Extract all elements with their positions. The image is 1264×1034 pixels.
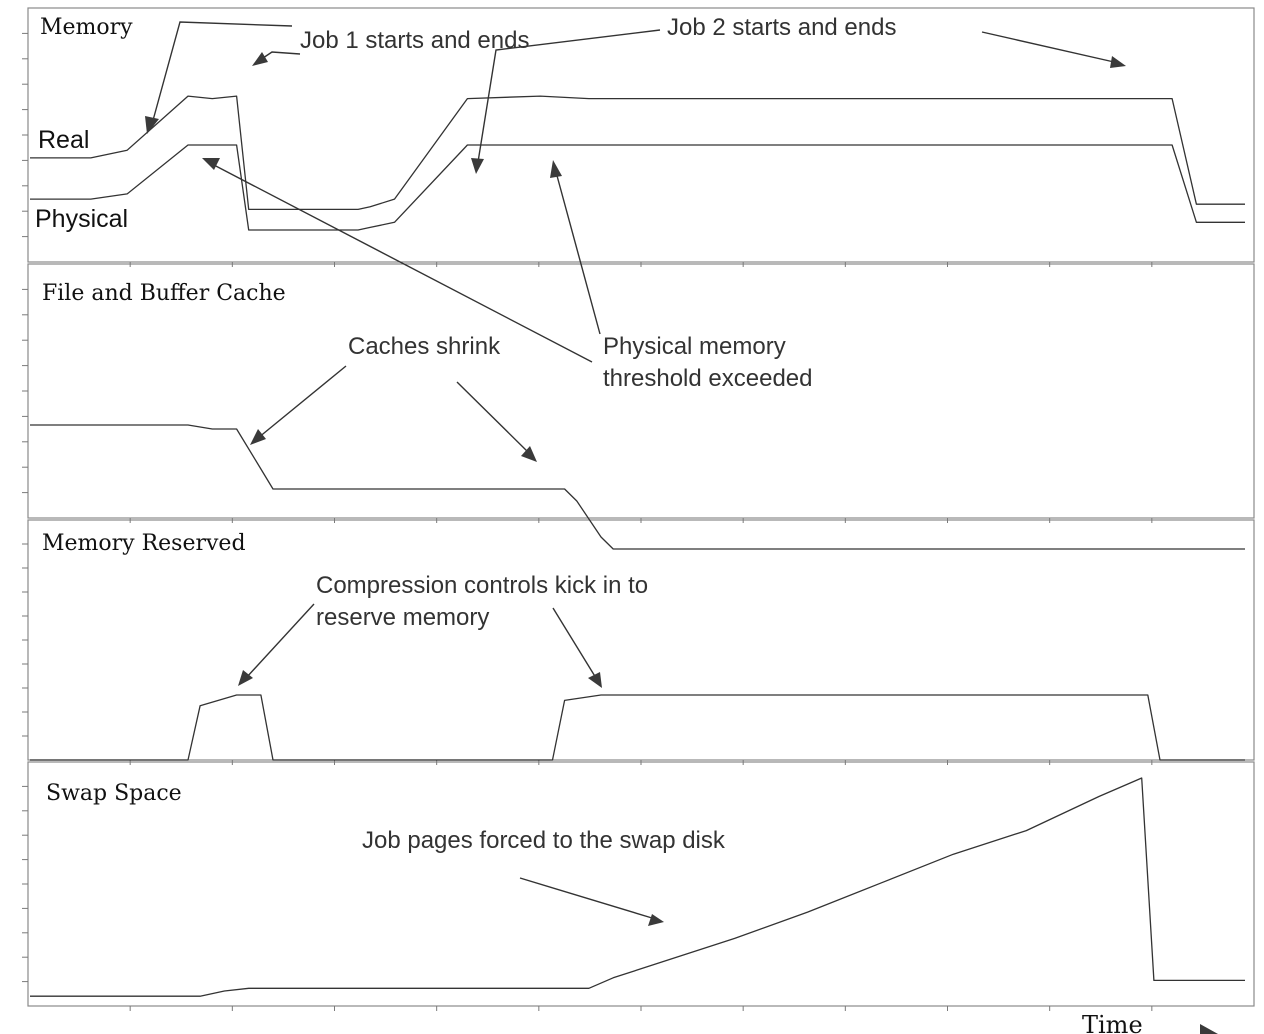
arrowhead-swap	[648, 914, 664, 926]
arrowhead-job1-end	[252, 52, 268, 66]
panel-frames	[27, 7, 1255, 1007]
annotation-compression-line2: reserve memory	[316, 604, 489, 631]
x-axis-label: Time	[1082, 1011, 1143, 1034]
annotation-arrows	[145, 21, 1126, 926]
arrow-threshold-job2	[555, 171, 601, 335]
series-3-line	[30, 777, 1245, 997]
series-label-real: Real	[38, 126, 89, 154]
arrowhead-compression-right	[588, 672, 602, 688]
arrow-job2-start	[477, 29, 661, 163]
memory-panel-title: Memory	[40, 15, 133, 40]
annotation-threshold-line2: threshold exceeded	[603, 365, 812, 392]
arrowhead-threshold-job2	[550, 160, 562, 178]
arrowhead-threshold-job1	[202, 158, 220, 170]
arrow-caches-right	[456, 381, 531, 455]
reserved-panel-title: Memory Reserved	[42, 531, 246, 556]
annotation-job1: Job 1 starts and ends	[300, 27, 529, 54]
series-0-physical	[30, 144, 1245, 231]
arrow-compression-left	[245, 603, 315, 679]
arrow-job1-start	[151, 21, 293, 125]
arrowhead-job1-start	[145, 116, 159, 134]
series-0-real	[30, 95, 1245, 211]
series-label-physical: Physical	[35, 205, 128, 233]
annotation-caches-shrink: Caches shrink	[348, 333, 501, 360]
annotation-threshold-line1: Physical memory	[603, 333, 786, 360]
arrowhead-compression-left	[238, 670, 253, 686]
annotation-compression-line1: Compression controls kick in to	[316, 572, 648, 599]
axis-ticks	[22, 32, 1153, 1011]
arrow-compression-right	[552, 607, 597, 679]
arrow-threshold-job1	[211, 163, 593, 363]
arrowhead-job2-end	[1110, 56, 1126, 68]
swap-panel-title: Swap Space	[46, 781, 182, 806]
series-2-line	[30, 694, 1245, 761]
arrow-job2-end	[981, 31, 1115, 63]
time-arrow-icon	[1200, 1024, 1218, 1034]
memory-panel-frame	[27, 7, 1255, 263]
arrowhead-caches-right	[521, 446, 537, 462]
series-1-line	[30, 424, 1245, 550]
arrowhead-job2-start	[471, 158, 484, 174]
data-series	[30, 95, 1245, 997]
arrow-swap	[519, 877, 653, 919]
reserved-panel-frame	[27, 519, 1255, 761]
annotation-swap: Job pages forced to the swap disk	[362, 827, 726, 854]
arrow-caches-left	[257, 365, 347, 439]
arrowhead-caches-left	[250, 429, 266, 445]
annotation-job2: Job 2 starts and ends	[667, 14, 896, 41]
cache-panel-title: File and Buffer Cache	[42, 281, 286, 306]
